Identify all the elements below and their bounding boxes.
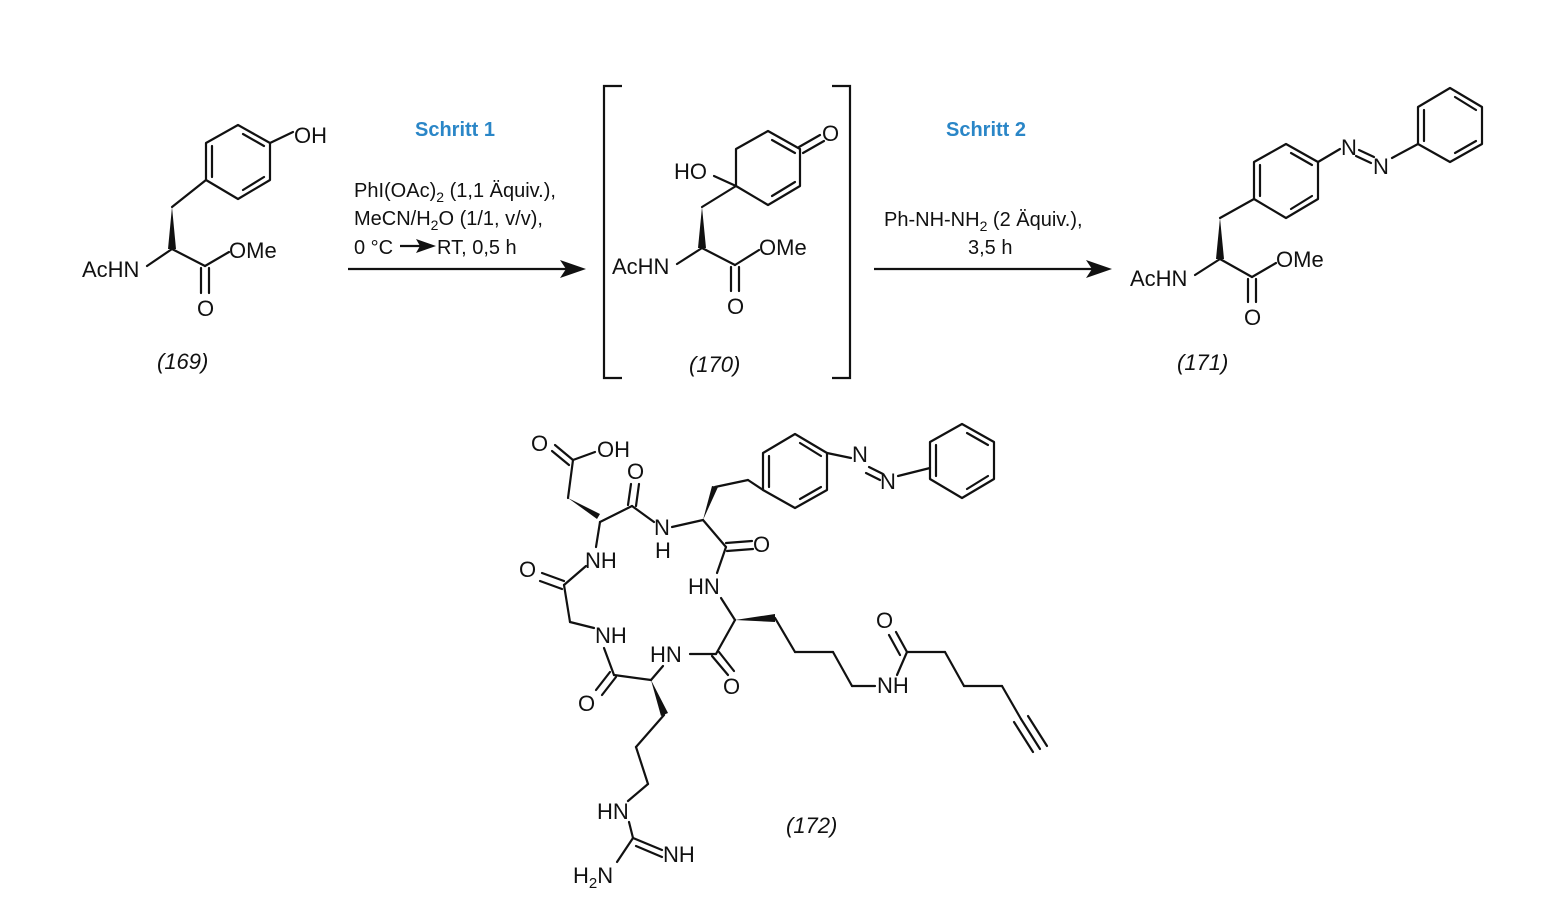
bracket-right bbox=[832, 84, 852, 380]
guanidine-hn-label: HN bbox=[597, 799, 629, 824]
compound-170: O HO AcHN OMe O bbox=[602, 84, 852, 380]
asp-nh-label: NH bbox=[585, 548, 617, 573]
compound-171: N N AcHN OMe O bbox=[1130, 86, 1484, 330]
azo-n1-label: N bbox=[1341, 135, 1357, 160]
carbonyl-o-label: O bbox=[727, 294, 744, 319]
carbonyl-o-label: O bbox=[197, 296, 214, 321]
compound-172-label: (172) bbox=[786, 813, 837, 838]
hydroxyl-label: OH bbox=[294, 123, 327, 148]
bracket-left bbox=[602, 84, 622, 380]
amide-h-label: H bbox=[655, 538, 671, 563]
achn-label: AcHN bbox=[82, 257, 139, 282]
compound-170-label: (170) bbox=[689, 352, 740, 377]
guanidine-nh2-label: H2N bbox=[573, 863, 613, 892]
arg-carbonyl-o-label: O bbox=[578, 691, 595, 716]
acid-oh-label: OH bbox=[597, 437, 630, 462]
phe-carbonyl-o-label: O bbox=[753, 532, 770, 557]
gly-carbonyl-o-label: O bbox=[519, 557, 536, 582]
temp-arrow-icon bbox=[416, 239, 436, 253]
step-1-reagent: PhI(OAc)2 (1,1 Äquiv.), bbox=[354, 180, 556, 205]
step-2-arrow-icon bbox=[1086, 260, 1112, 278]
achn-label: AcHN bbox=[612, 254, 669, 279]
compound-171-label: (171) bbox=[1177, 350, 1228, 375]
achn-label: AcHN bbox=[1130, 266, 1187, 291]
compound-169-label: (169) bbox=[157, 349, 208, 374]
compound-172: O OH O N H N N O H bbox=[519, 422, 1049, 892]
ho-label: HO bbox=[674, 159, 707, 184]
step-2-label: Schritt 2 bbox=[946, 119, 1026, 141]
ketone-o-label: O bbox=[822, 121, 839, 146]
acid-o-label: O bbox=[531, 431, 548, 456]
ome-label: OMe bbox=[759, 235, 807, 260]
step-1-temp-end: RT, 0,5 h bbox=[437, 237, 517, 259]
step-1-arrow-icon bbox=[560, 260, 586, 278]
azo-n2-label: N bbox=[880, 469, 896, 494]
ome-label: OMe bbox=[229, 238, 277, 263]
carbonyl-o-label: O bbox=[1244, 305, 1261, 330]
asp-carbonyl-o-label: O bbox=[627, 459, 644, 484]
step-1-solvent: MeCN/H2O (1/1, v/v), bbox=[354, 208, 543, 233]
step-1-temp-start: 0 °C bbox=[354, 237, 393, 259]
lys-nh-label: NH bbox=[877, 673, 909, 698]
compound-169: OH AcHN OMe O bbox=[82, 123, 327, 321]
arg-hn-label: HN bbox=[650, 642, 682, 667]
hexynoyl-o-label: O bbox=[876, 608, 893, 633]
ome-label: OMe bbox=[1276, 247, 1324, 272]
amide-n-label: N bbox=[654, 515, 670, 540]
hn-label: HN bbox=[688, 574, 720, 599]
step-2-reagent: Ph-NH-NH2 (2 Äquiv.), bbox=[884, 209, 1083, 234]
step-1-conditions: Schritt 1 PhI(OAc)2 (1,1 Äquiv.), MeCN/H… bbox=[348, 119, 586, 278]
step-2-time: 3,5 h bbox=[968, 237, 1012, 259]
lys-carbonyl-o-label: O bbox=[723, 674, 740, 699]
step-2-conditions: Schritt 2 Ph-NH-NH2 (2 Äquiv.), 3,5 h bbox=[874, 119, 1112, 278]
azo-n2-label: N bbox=[1373, 154, 1389, 179]
step-1-label: Schritt 1 bbox=[415, 119, 495, 141]
azo-n1-label: N bbox=[852, 442, 868, 467]
guanidine-nh-label: NH bbox=[663, 842, 695, 867]
gly-nh-label: NH bbox=[595, 623, 627, 648]
